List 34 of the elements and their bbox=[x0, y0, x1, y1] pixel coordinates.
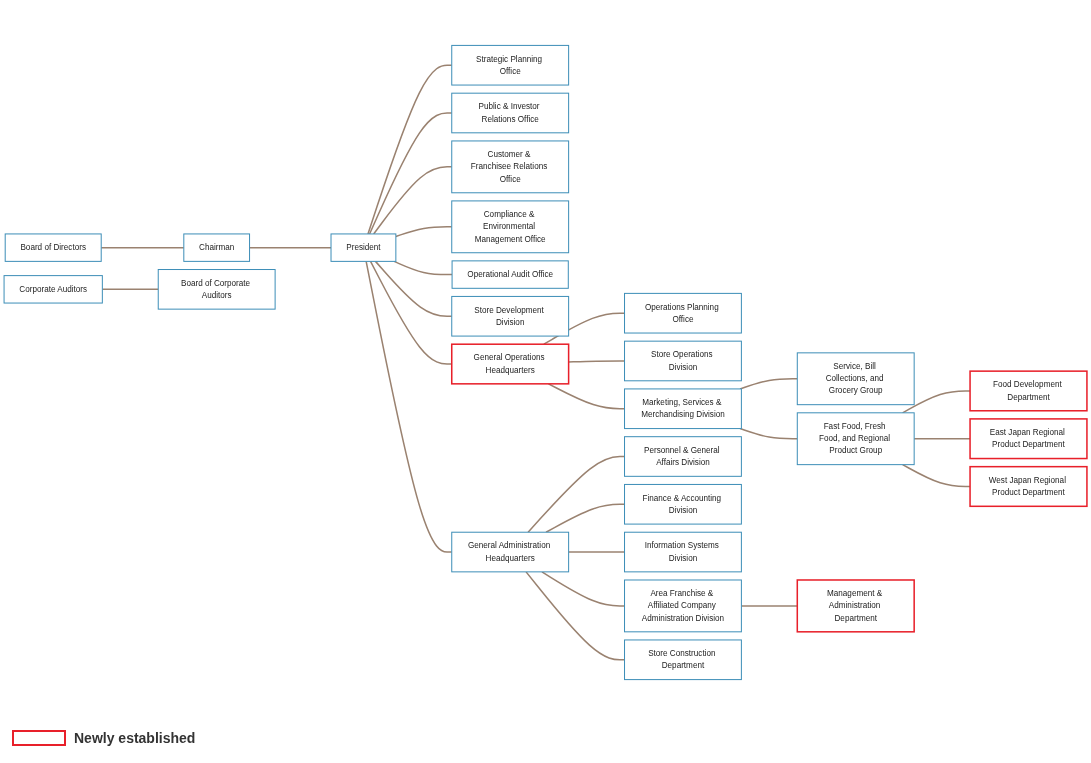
connector bbox=[369, 260, 453, 365]
node-box: Finance & Accounting Division bbox=[624, 483, 742, 525]
node-box: Personnel & General Affairs Division bbox=[624, 436, 742, 477]
node-box: Corporate Auditors bbox=[3, 275, 103, 304]
node-box: Store Construction Department bbox=[624, 639, 742, 681]
node-box: General Operations Headquarters bbox=[451, 343, 570, 385]
node-box: East Japan Regional Product Department bbox=[969, 418, 1088, 460]
connector bbox=[374, 260, 453, 317]
connector bbox=[901, 463, 971, 488]
node-box: Board of Directors bbox=[4, 233, 102, 262]
node-box: Fast Food, Fresh Food, and Regional Product Group bbox=[796, 412, 915, 466]
node-box: Operations Planning Office bbox=[624, 292, 742, 334]
node-box: Service, Bill Collections, and Grocery Group bbox=[796, 352, 915, 406]
node-box: Strategic Planning Office bbox=[451, 44, 570, 86]
node-box: West Japan Regional Product Department bbox=[969, 465, 1088, 508]
connector bbox=[393, 260, 453, 276]
node-box: Compliance & Environmental Management Office bbox=[451, 200, 570, 254]
node-box: General Administration Headquarters bbox=[451, 531, 570, 573]
node-box: Public & Investor Relations Office bbox=[451, 92, 570, 134]
node-box: Store Operations Division bbox=[624, 340, 742, 382]
connector bbox=[365, 260, 453, 553]
node-box: Marketing, Services & Merchandising Division bbox=[624, 388, 742, 430]
node-box: Information Systems Division bbox=[624, 531, 742, 573]
node-box: Management & Administration Department bbox=[796, 579, 915, 633]
node-box: Store Development Division bbox=[451, 295, 570, 337]
legend-label: Newly established bbox=[74, 730, 196, 746]
node-box: Area Franchise & Affiliated Company Administration Division bbox=[624, 579, 742, 633]
node-box: Board of Corporate Auditors bbox=[157, 269, 276, 310]
node-box: Food Development Department bbox=[969, 370, 1088, 412]
connector bbox=[901, 390, 971, 414]
node-box: Operational Audit Office bbox=[451, 260, 569, 289]
node-box: Customer & Franchisee Relations Office bbox=[451, 140, 570, 194]
node-box: President bbox=[330, 233, 397, 262]
node-box: Chairman bbox=[183, 233, 251, 262]
